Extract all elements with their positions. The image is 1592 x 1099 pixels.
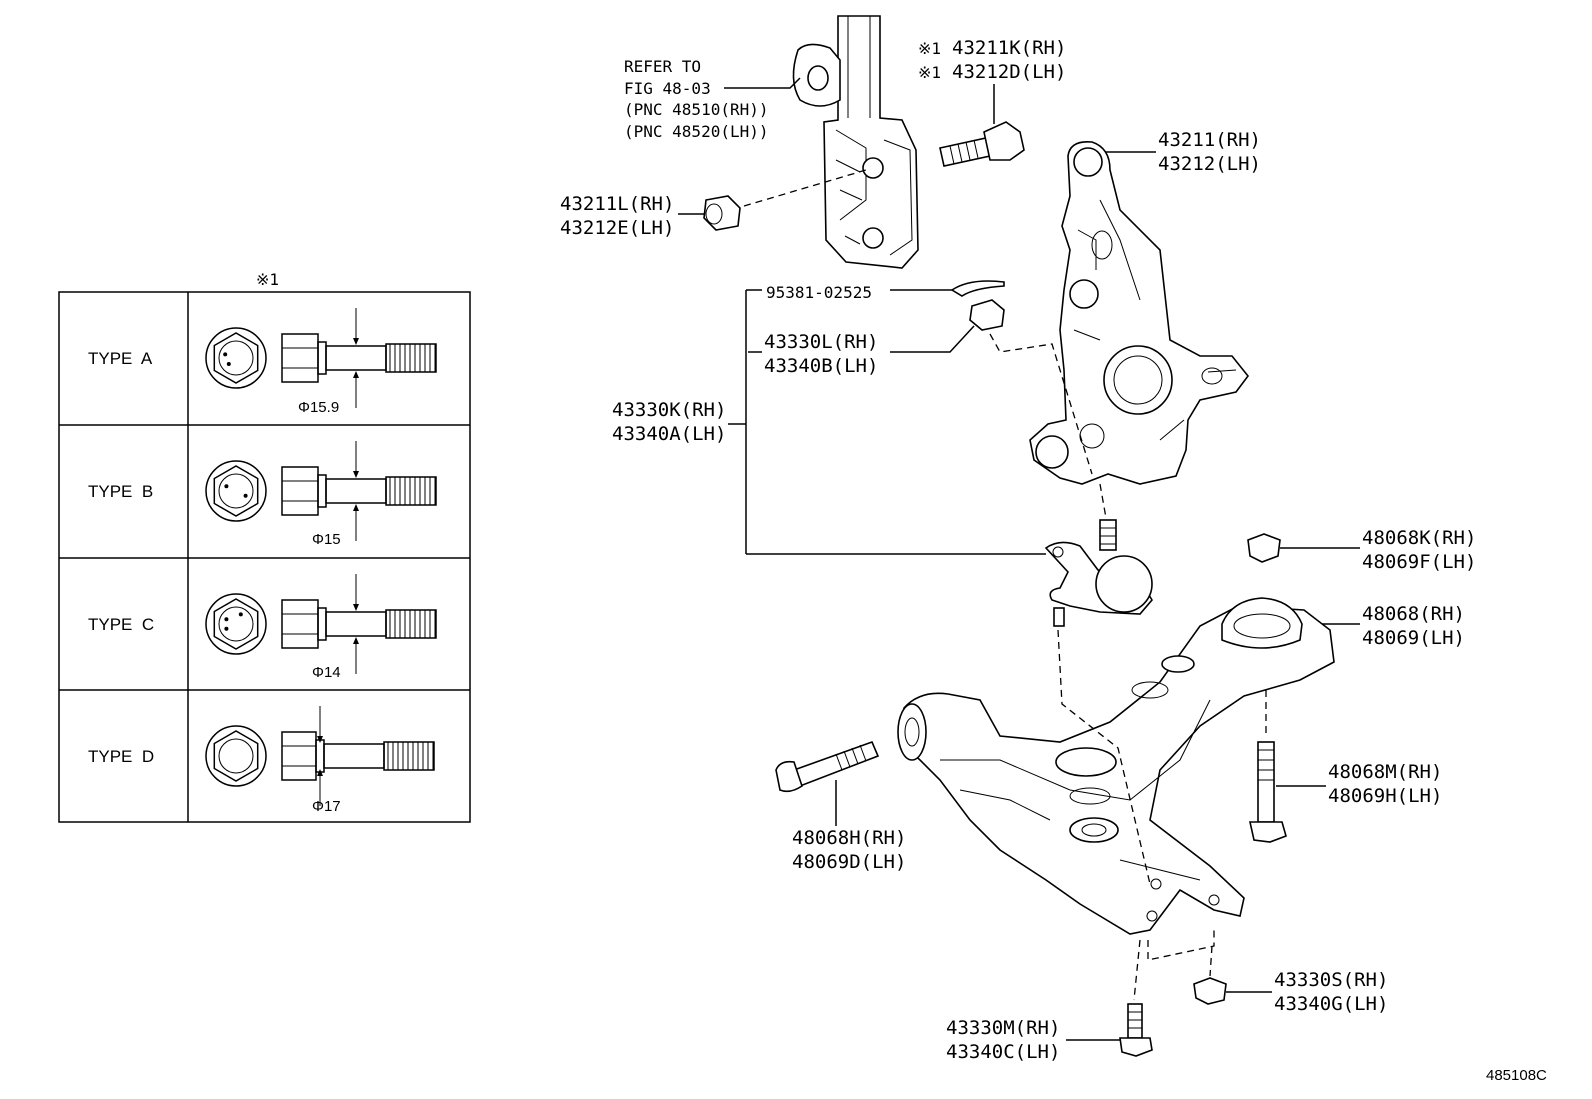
knuckle-lh: 43212(LH) bbox=[1158, 153, 1261, 175]
top-bolt: ※1 ※1 43211K(RH) 43212D(LH) bbox=[918, 37, 1066, 167]
type-b-label: TYPE B bbox=[88, 482, 153, 501]
strut-assembly bbox=[792, 15, 919, 269]
knuckle-rh: 43211(RH) bbox=[1158, 129, 1261, 151]
arm-nut: 43330S(RH) 43340G(LH) bbox=[1147, 926, 1388, 1015]
top-bolt-mark-1: ※1 bbox=[918, 39, 941, 58]
arm-nut-rh: 43330S(RH) bbox=[1274, 969, 1388, 991]
type-a-label: TYPE A bbox=[88, 349, 153, 368]
refer-line-2: FIG 48-03 bbox=[624, 79, 711, 98]
type-d-dim: Φ17 bbox=[312, 798, 341, 815]
ball-joint-lh: 43340A(LH) bbox=[612, 423, 726, 445]
top-bolt-rh: 43211K(RH) bbox=[952, 37, 1066, 59]
refer-note: REFER TO FIG 48-03 (PNC 48510(RH)) (PNC … bbox=[624, 57, 801, 141]
bolt-front-view bbox=[205, 725, 267, 787]
front-bolt: 48068H(RH) 48069D(LH) bbox=[775, 740, 906, 873]
cotter-pin-label: 95381-02525 bbox=[766, 283, 872, 302]
ball-joint: 43330K(RH) 43340A(LH) bbox=[612, 290, 1153, 627]
castle-nut-rh: 43330L(RH) bbox=[764, 331, 878, 353]
arm-bolt-lh: 43340C(LH) bbox=[946, 1041, 1060, 1063]
lower-arm-lh: 48069(LH) bbox=[1362, 627, 1465, 649]
bushing-nut: 48068K(RH) 48069F(LH) bbox=[1247, 527, 1476, 573]
front-bolt-rh: 48068H(RH) bbox=[792, 827, 906, 849]
arm-bolt: 43330M(RH) 43340C(LH) bbox=[946, 939, 1153, 1063]
arm-nut-lh: 43340G(LH) bbox=[1274, 993, 1388, 1015]
bushing-nut-rh: 48068K(RH) bbox=[1362, 527, 1476, 549]
lower-arm-rh: 48068(RH) bbox=[1362, 603, 1465, 625]
rear-bolt-lh: 48069H(LH) bbox=[1328, 785, 1442, 807]
bolt-front-view bbox=[205, 593, 267, 655]
bolt-side-view bbox=[281, 333, 319, 383]
bolt-type-table: ※1 TYPE A TYPE B TYPE C TYPE D Φ15.9 Φ15… bbox=[58, 270, 471, 823]
front-bolt-lh: 48069D(LH) bbox=[792, 851, 906, 873]
cam-nut-rh: 43211L(RH) bbox=[560, 193, 674, 215]
rear-bolt: 48068M(RH) 48069H(LH) bbox=[1249, 690, 1442, 843]
bolt-front-view bbox=[205, 460, 267, 522]
table-frame bbox=[58, 291, 471, 823]
refer-line-4: (PNC 48520(LH)) bbox=[624, 122, 769, 141]
arm-bolt-rh: 43330M(RH) bbox=[946, 1017, 1060, 1039]
figure-code: 485108C bbox=[1486, 1067, 1547, 1084]
refer-line-1: REFER TO bbox=[624, 57, 701, 76]
type-a-dim: Φ15.9 bbox=[298, 399, 339, 416]
type-b-dim: Φ15 bbox=[312, 531, 341, 548]
rear-bolt-rh: 48068M(RH) bbox=[1328, 761, 1442, 783]
type-c-label: TYPE C bbox=[88, 615, 154, 634]
cam-nut-lh: 43212E(LH) bbox=[560, 217, 674, 239]
top-bolt-lh: 43212D(LH) bbox=[952, 61, 1066, 83]
bolt-drawings bbox=[205, 308, 437, 806]
castle-nut-lh: 43340B(LH) bbox=[764, 355, 878, 377]
table-note-mark: ※1 bbox=[256, 270, 279, 289]
bolt-side-view bbox=[281, 731, 317, 781]
type-c-dim: Φ14 bbox=[312, 664, 341, 681]
bolt-front-view bbox=[205, 327, 267, 389]
bushing-nut-lh: 48069F(LH) bbox=[1362, 551, 1476, 573]
refer-line-3: (PNC 48510(RH)) bbox=[624, 100, 769, 119]
cam-nut: 43211L(RH) 43212E(LH) bbox=[560, 169, 867, 239]
bolt-side-view bbox=[281, 599, 319, 649]
steering-knuckle: 43211(RH) 43212(LH) bbox=[1029, 129, 1261, 485]
ball-joint-rh: 43330K(RH) bbox=[612, 399, 726, 421]
cotter-pin-and-nut: 95381-02525 43330L(RH) 43340B(LH) bbox=[746, 280, 1093, 475]
top-bolt-mark-2: ※1 bbox=[918, 63, 941, 82]
lower-arm: 48068(RH) 48069(LH) bbox=[897, 597, 1465, 935]
type-d-label: TYPE D bbox=[88, 747, 154, 766]
bolt-side-view bbox=[281, 466, 319, 516]
